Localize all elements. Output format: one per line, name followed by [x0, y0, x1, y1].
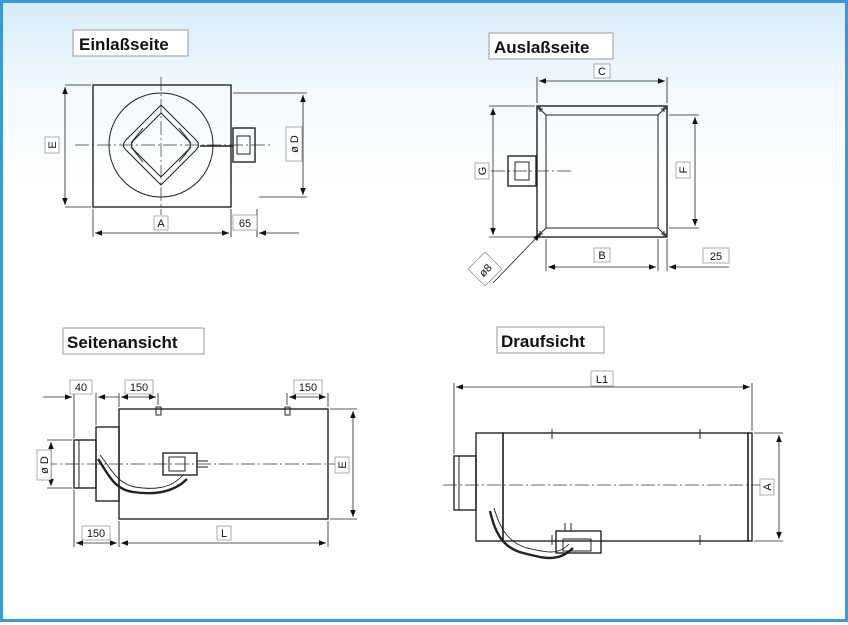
inlet-view: Einlaßseite E ø D A 65	[44, 29, 307, 237]
top-dim-a: A	[762, 483, 774, 491]
top-actuator	[555, 530, 602, 554]
inlet-dim-a: A	[157, 218, 165, 230]
outlet-dim-f: F	[678, 166, 690, 173]
outlet-dim-b: B	[598, 250, 605, 262]
technical-drawing: Einlaßseite E ø D A 65	[36, 29, 783, 560]
inlet-title-box	[72, 29, 189, 57]
outlet-dim-g: G	[477, 167, 489, 176]
top-cable	[488, 510, 574, 560]
side-title: Seitenansicht	[67, 333, 178, 352]
outlet-title-box	[488, 32, 614, 60]
outlet-frame-outer	[536, 105, 668, 238]
inlet-dim-d: ø D	[289, 135, 301, 153]
side-dim-150-bottom: 150	[87, 528, 105, 540]
top-title-box	[496, 326, 605, 354]
top-title: Draufsicht	[501, 332, 585, 351]
side-dim-l: L	[221, 528, 227, 540]
outlet-title: Auslaßseite	[494, 38, 589, 57]
side-actuator	[162, 452, 198, 476]
inlet-title: Einlaßseite	[79, 35, 169, 54]
top-flange	[475, 432, 504, 542]
side-cable	[97, 458, 188, 495]
inlet-dim-e: E	[47, 141, 59, 148]
outlet-dim-25: 25	[710, 251, 722, 263]
top-body	[502, 432, 749, 542]
inlet-dim-65: 65	[239, 218, 251, 230]
side-dim-150-right: 150	[299, 382, 317, 394]
side-dim-40: 40	[75, 382, 87, 394]
side-dim-d: ø D	[39, 456, 51, 474]
side-dim-150-left: 150	[130, 382, 148, 394]
side-dim-e: E	[337, 461, 349, 468]
side-title-box	[62, 327, 205, 355]
top-dim-l1: L1	[596, 374, 608, 386]
top-spigot	[453, 455, 477, 511]
side-view: Seitenansicht 40 150 150	[36, 327, 357, 547]
inlet-damper-outer	[123, 104, 199, 186]
outlet-dim-c: C	[598, 66, 606, 78]
top-view: Draufsicht L1 A	[443, 326, 783, 560]
outlet-frame-inner	[545, 114, 659, 229]
outlet-view: Auslaßseite C G F B 25	[467, 32, 730, 287]
